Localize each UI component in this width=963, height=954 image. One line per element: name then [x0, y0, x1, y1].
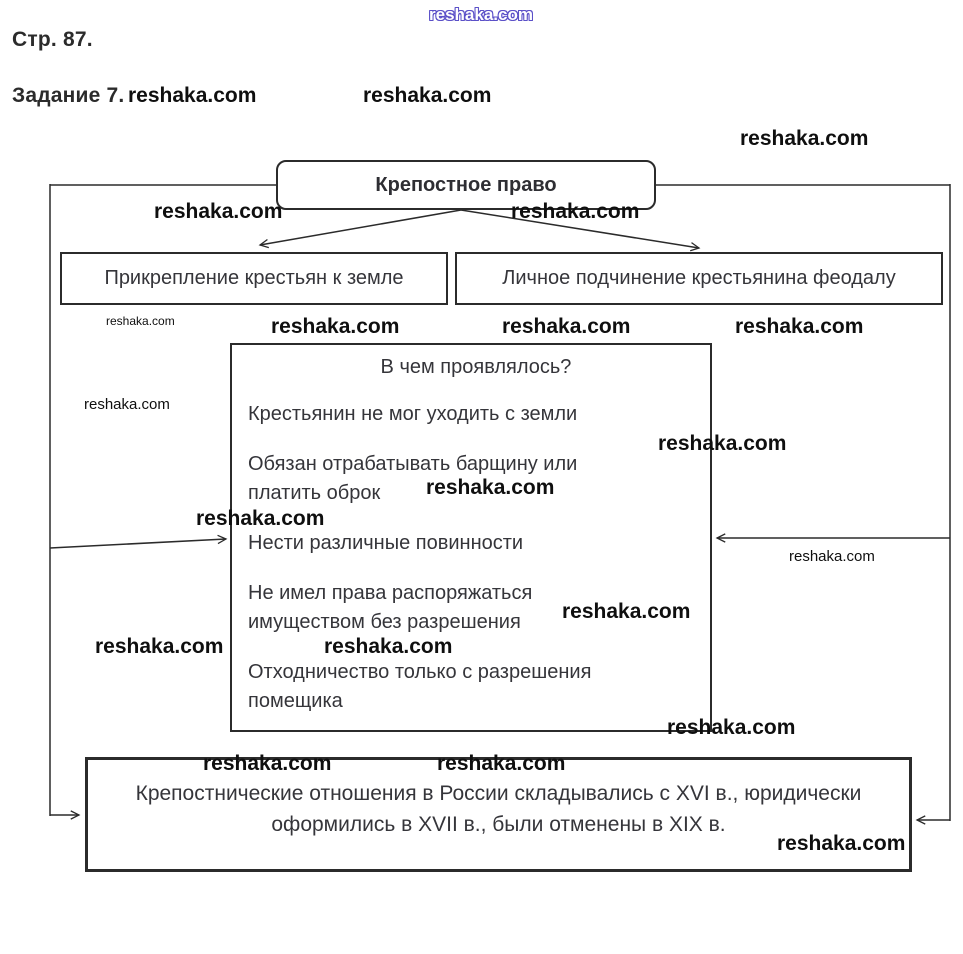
watermark: reshaka.com [429, 5, 533, 24]
arrow-to-detail-left [49, 539, 226, 549]
watermark: reshaka.com [426, 476, 555, 499]
arrow-root-to-right-box [460, 209, 699, 248]
detail-item: Обязан отрабатывать барщину или платить … [248, 453, 578, 504]
arrow-root-to-left-box [260, 209, 462, 245]
root-box-serfdom: Крепостное право [276, 160, 656, 210]
watermark: reshaka.com [735, 315, 864, 338]
task-label: Задание 7. [12, 84, 125, 107]
watermark: reshaka.com [203, 752, 332, 775]
watermark: reshaka.com [196, 507, 325, 530]
detail-box-manifestations: В чем проявлялось? Крестьянин не мог ухо… [230, 343, 712, 732]
watermark: reshaka.com [777, 832, 906, 855]
watermark: reshaka.com [511, 200, 640, 223]
detail-item: Нести различные повинности [248, 532, 524, 554]
page-number-label: Стр. 87. [12, 28, 93, 51]
watermark: reshaka.com [437, 752, 566, 775]
watermark: reshaka.com [502, 315, 631, 338]
detail-item: Крестьянин не мог уходить с земли [248, 403, 578, 425]
watermark: reshaka.com [562, 600, 691, 623]
watermark: reshaka.com [106, 314, 175, 328]
watermark: reshaka.com [789, 548, 875, 565]
right-box-personal-subordination: Личное подчинение крестьянина феодалу [455, 252, 943, 305]
watermark: reshaka.com [363, 84, 492, 107]
detail-item: Отходничество только с разрешения помещи… [248, 661, 592, 712]
left-box-attachment-to-land: Прикрепление крестьян к земле [60, 252, 448, 305]
watermark: reshaka.com [84, 396, 170, 413]
detail-box-title: В чем проявлялось? [380, 356, 572, 378]
watermark: reshaka.com [324, 635, 453, 658]
watermark: reshaka.com [128, 84, 257, 107]
watermark: reshaka.com [667, 716, 796, 739]
detail-item: Не имел права распоряжаться имуществом б… [248, 582, 533, 633]
watermark: reshaka.com [740, 127, 869, 150]
watermark: reshaka.com [658, 432, 787, 455]
watermark: reshaka.com [154, 200, 283, 223]
summary-box-timeline: Крепостнические отношения в России склад… [85, 757, 912, 872]
watermark: reshaka.com [271, 315, 400, 338]
watermark: reshaka.com [95, 635, 224, 658]
